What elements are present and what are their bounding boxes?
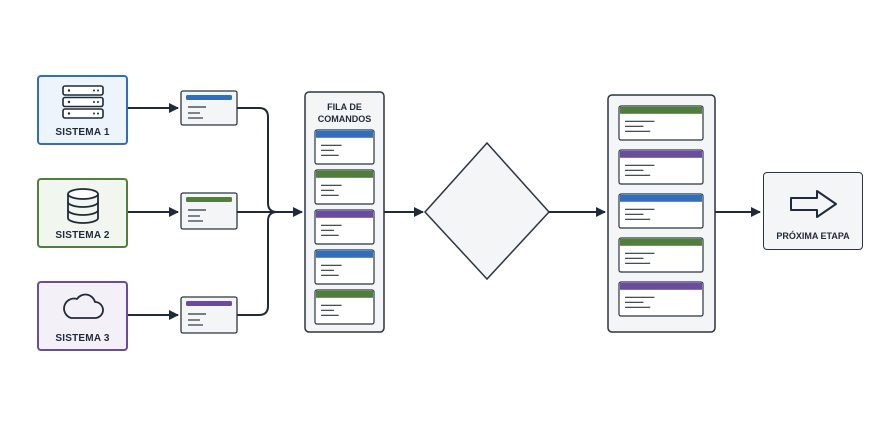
server-icon xyxy=(61,85,104,119)
source-system-1: SISTEMA 1 xyxy=(37,75,128,145)
queue-item-2 xyxy=(314,169,375,205)
source-label-2: SISTEMA 2 xyxy=(55,230,110,241)
output-item-3 xyxy=(618,193,704,229)
source-label-1: SISTEMA 1 xyxy=(55,127,110,138)
queue-title-line1: FILA DE xyxy=(327,102,362,112)
decision-diamond xyxy=(423,141,551,281)
queue-title-line2: COMANDOS xyxy=(317,114,372,124)
queue-title: FILA DE COMANDOS xyxy=(305,101,384,125)
output-item-4 xyxy=(618,237,704,273)
message-card-1 xyxy=(180,90,238,126)
queue-item-1 xyxy=(314,129,375,165)
merge-line-bottom xyxy=(237,211,278,316)
queue-item-5 xyxy=(314,289,375,325)
output-item-2 xyxy=(618,149,704,185)
message-card-3 xyxy=(180,296,238,334)
source-system-2: SISTEMA 2 xyxy=(37,178,128,248)
database-icon xyxy=(66,188,99,224)
merge-line-top xyxy=(237,107,278,213)
output-item-5 xyxy=(618,281,704,317)
cloud-icon xyxy=(62,293,104,319)
queue-item-3 xyxy=(314,209,375,245)
next-step-label: PRÓXIMA ETAPA xyxy=(776,231,850,241)
arrow-right-icon xyxy=(790,190,837,218)
source-label-3: SISTEMA 3 xyxy=(55,333,110,344)
source-system-3: SISTEMA 3 xyxy=(37,281,128,351)
next-step-box: PRÓXIMA ETAPA xyxy=(763,172,863,250)
output-item-1 xyxy=(618,105,704,141)
queue-item-4 xyxy=(314,249,375,285)
message-card-2 xyxy=(180,192,238,230)
